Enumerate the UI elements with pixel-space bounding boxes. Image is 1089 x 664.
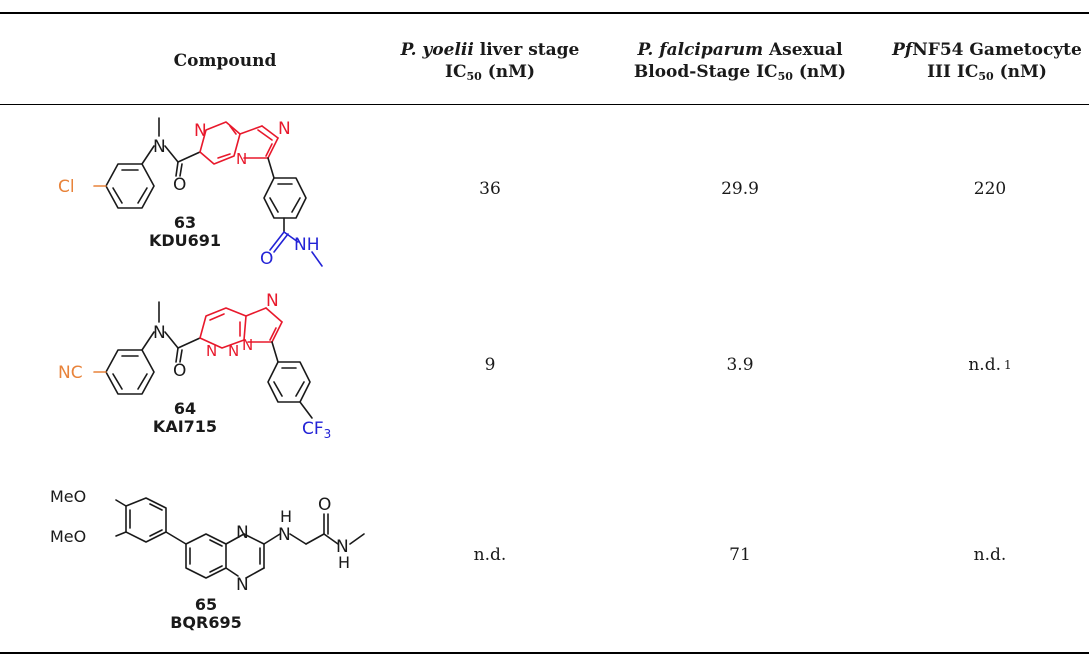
atom-nc: NC: [58, 363, 83, 383]
atom-o: O: [173, 175, 186, 195]
structure-64: NC N O N N N N CF3 64 KAI715: [58, 291, 331, 441]
value-blood-64: 3.9: [726, 355, 754, 375]
atom-o: O: [173, 361, 186, 381]
value-blood-65: 71: [729, 545, 751, 565]
atom-n: N: [242, 336, 253, 354]
atom-n: N: [153, 137, 166, 157]
value-liver-65: n.d.: [473, 545, 507, 565]
atom-nh: NH: [294, 235, 320, 255]
atom-n: N: [236, 523, 249, 543]
atom-h: H: [338, 553, 350, 572]
header-gametocyte: PfNF54 Gametocyte III IC50 (nM): [892, 40, 1082, 83]
atom-meo: MeO: [50, 487, 86, 506]
header-compound: Compound: [173, 51, 277, 71]
atom-n: N: [336, 537, 349, 557]
atom-n: N: [278, 119, 291, 139]
value-gametocyte-64: n.d.1: [968, 355, 1012, 375]
compound-name: KDU691: [149, 231, 221, 250]
atom-n: N: [266, 291, 279, 311]
atom-o: O: [318, 495, 331, 515]
atom-n: N: [228, 342, 239, 360]
header-blood-stage: P. falciparum Asexual Blood-Stage IC50 (…: [633, 40, 847, 83]
atom-n: N: [236, 575, 249, 595]
compound-number: 64: [174, 399, 196, 418]
structure-65: MeO MeO N N H N O N H 65 BQR695: [50, 487, 365, 632]
compound-number: 65: [195, 595, 217, 614]
atom-n: N: [194, 121, 207, 141]
value-liver-63: 36: [479, 179, 501, 199]
atom-o: O: [260, 249, 273, 269]
table-top-rule: [0, 12, 1089, 14]
atom-n: N: [153, 323, 166, 343]
header-liver-stage: P. yoelii liver stage IC50 (nM): [400, 40, 580, 83]
atom-meo: MeO: [50, 527, 86, 546]
atom-cf3: CF3: [302, 419, 331, 441]
value-gametocyte-63: 220: [973, 179, 1007, 199]
compound-number: 63: [174, 213, 196, 232]
value-liver-64: 9: [484, 355, 496, 375]
atom-n: N: [278, 525, 291, 545]
structure-63: Cl N O N N N O NH 63 KDU691: [58, 117, 323, 269]
atom-h: H: [280, 507, 292, 526]
atom-cl: Cl: [58, 177, 75, 197]
header-bottom-rule: [0, 104, 1089, 105]
value-blood-63: 29.9: [721, 179, 759, 199]
table-bottom-rule: [0, 652, 1089, 654]
atom-n: N: [206, 342, 217, 360]
compound-name: BQR695: [170, 613, 242, 632]
atom-n: N: [236, 150, 247, 168]
value-gametocyte-65: n.d.: [973, 545, 1007, 565]
compound-name: KAI715: [153, 417, 217, 436]
